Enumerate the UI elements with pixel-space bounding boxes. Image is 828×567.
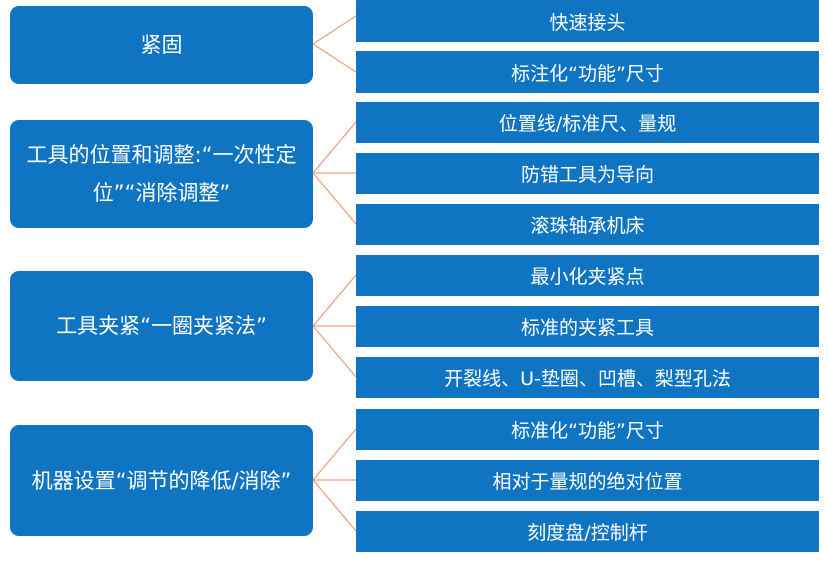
item-box: 标准的夹紧工具 — [356, 306, 819, 347]
item-label: 标准的夹紧工具 — [520, 317, 654, 339]
item-box: 标注化“功能”尺寸 — [356, 51, 819, 93]
category-box-tool-position: 工具的位置和调整:“一次性定位”“消除调整” — [10, 120, 313, 228]
item-box: 开裂线、U-垫圈、凹槽、梨型孔法 — [356, 357, 819, 398]
item-box: 相对于量规的绝对位置 — [356, 460, 819, 501]
item-box: 标准化“功能”尺寸 — [356, 409, 819, 450]
item-label: 最小化夹紧点 — [530, 266, 645, 288]
category-box-machine-setup: 机器设置“调节的降低/消除” — [10, 425, 313, 536]
item-box: 位置线/标准尺、量规 — [356, 102, 819, 143]
item-label: 相对于量规的绝对位置 — [492, 471, 683, 493]
category-box-tool-clamping: 工具夹紧“一圈夹紧法” — [10, 271, 313, 381]
item-label: 滚珠轴承机床 — [530, 215, 645, 237]
item-box: 防错工具为导向 — [356, 153, 819, 194]
item-label: 刻度盘/控制杆 — [527, 522, 648, 544]
category-label: 工具的位置和调整:“一次性定位”“消除调整” — [26, 143, 297, 205]
item-box: 刻度盘/控制杆 — [356, 511, 819, 552]
item-label: 标准化“功能”尺寸 — [511, 420, 664, 442]
item-label: 开裂线、U-垫圈、凹槽、梨型孔法 — [444, 368, 731, 390]
item-label: 标注化“功能”尺寸 — [511, 62, 664, 85]
item-box: 滚珠轴承机床 — [356, 204, 819, 245]
category-label: 工具夹紧“一圈夹紧法” — [56, 314, 267, 338]
item-label: 防错工具为导向 — [520, 164, 654, 186]
item-label: 快速接头 — [549, 11, 626, 34]
category-box-fastening: 紧固 — [10, 6, 313, 84]
category-label: 紧固 — [140, 33, 183, 57]
category-label: 机器设置“调节的降低/消除” — [31, 468, 292, 493]
item-box: 快速接头 — [356, 0, 819, 42]
item-label: 位置线/标准尺、量规 — [498, 113, 677, 135]
item-box: 最小化夹紧点 — [356, 255, 819, 296]
